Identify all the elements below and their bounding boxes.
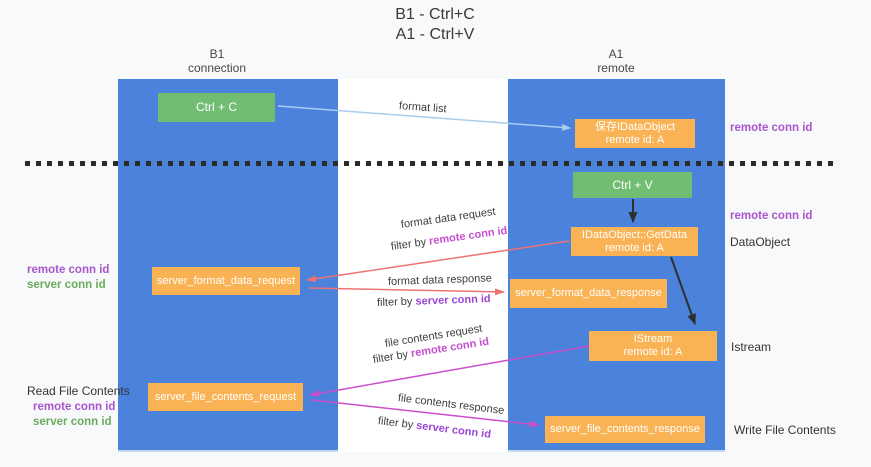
server-file-contents-response-label: server_file_contents_response: [550, 423, 700, 435]
left-bottom-remote-conn-id-label: remote conn id: [33, 401, 116, 413]
istream-box: IStream remote id: A: [589, 331, 717, 361]
getdata-line1: IDataObject::GetData: [581, 228, 688, 241]
lane-header-b1-name: B1: [209, 47, 225, 61]
server-format-data-response-label: server_format_data_response: [515, 287, 662, 299]
save-idataobject-line1: 保存IDataObject: [594, 120, 676, 133]
lane-header-a1-role: remote: [597, 61, 635, 75]
getdata-line2: remote id: A: [605, 241, 664, 254]
right-mid-remote-conn-id-label: remote conn id: [730, 210, 813, 222]
diagram-title: B1 - Ctrl+C A1 - Ctrl+V: [330, 5, 540, 45]
lane-header-a1-name: A1: [608, 47, 624, 61]
idataobject-getdata-box: IDataObject::GetData remote id: A: [571, 227, 698, 256]
dashed-separator-line: [25, 161, 835, 166]
server-format-data-request-label: server_format_data_request: [156, 274, 296, 287]
arrow-format-data-response: [308, 287, 505, 296]
left-mid-server-conn-id-label: server conn id: [27, 279, 106, 291]
server-file-contents-request-label: server_file_contents_request: [154, 390, 297, 403]
arrow-getdata-to-istream: [670, 256, 696, 325]
write-file-contents-label: Write File Contents: [734, 423, 836, 437]
ctrl-v-box: Ctrl + V: [573, 172, 692, 198]
lane-header-a1: A1 remote: [556, 47, 676, 75]
read-file-contents-label: Read File Contents: [27, 384, 130, 398]
arrow-format-data-request: [306, 240, 570, 283]
ctrl-c-box: Ctrl + C: [158, 93, 275, 122]
left-bottom-server-conn-id-label: server conn id: [33, 416, 112, 428]
dataobject-label: DataObject: [730, 235, 791, 249]
right-top-remote-conn-id-label: remote conn id: [730, 122, 813, 134]
left-mid-remote-conn-id-label: remote conn id: [27, 264, 110, 276]
save-idataobject-box: 保存IDataObject remote id: A: [575, 119, 695, 148]
title-line-1: B1 - Ctrl+C: [395, 6, 475, 23]
istream-side-label: Istream: [731, 340, 772, 354]
save-idataobject-line2: remote id: A: [605, 133, 665, 146]
arrow-file-contents-request: [309, 345, 590, 397]
istream-line2: remote id: A: [623, 346, 683, 358]
title-line-2: A1 - Ctrl+V: [395, 26, 475, 43]
server-file-contents-request-box: server_file_contents_request: [148, 383, 303, 411]
istream-line1: IStream: [633, 333, 673, 345]
server-format-data-response-box: server_format_data_response: [510, 279, 667, 308]
filter-by-text: filter by: [376, 295, 416, 309]
ctrl-v-label: Ctrl + V: [612, 177, 653, 192]
server-format-data-request-box: server_format_data_request: [152, 267, 300, 295]
arrow-file-contents-response: [311, 399, 540, 428]
server-file-contents-response-box: server_file_contents_response: [545, 416, 705, 443]
between-lanes-background: [338, 79, 508, 452]
lane-header-b1-role: connection: [187, 61, 247, 75]
ctrl-c-label: Ctrl + C: [195, 100, 237, 114]
lane-header-b1: B1 connection: [157, 47, 277, 75]
arrow-format-list: [277, 105, 571, 131]
